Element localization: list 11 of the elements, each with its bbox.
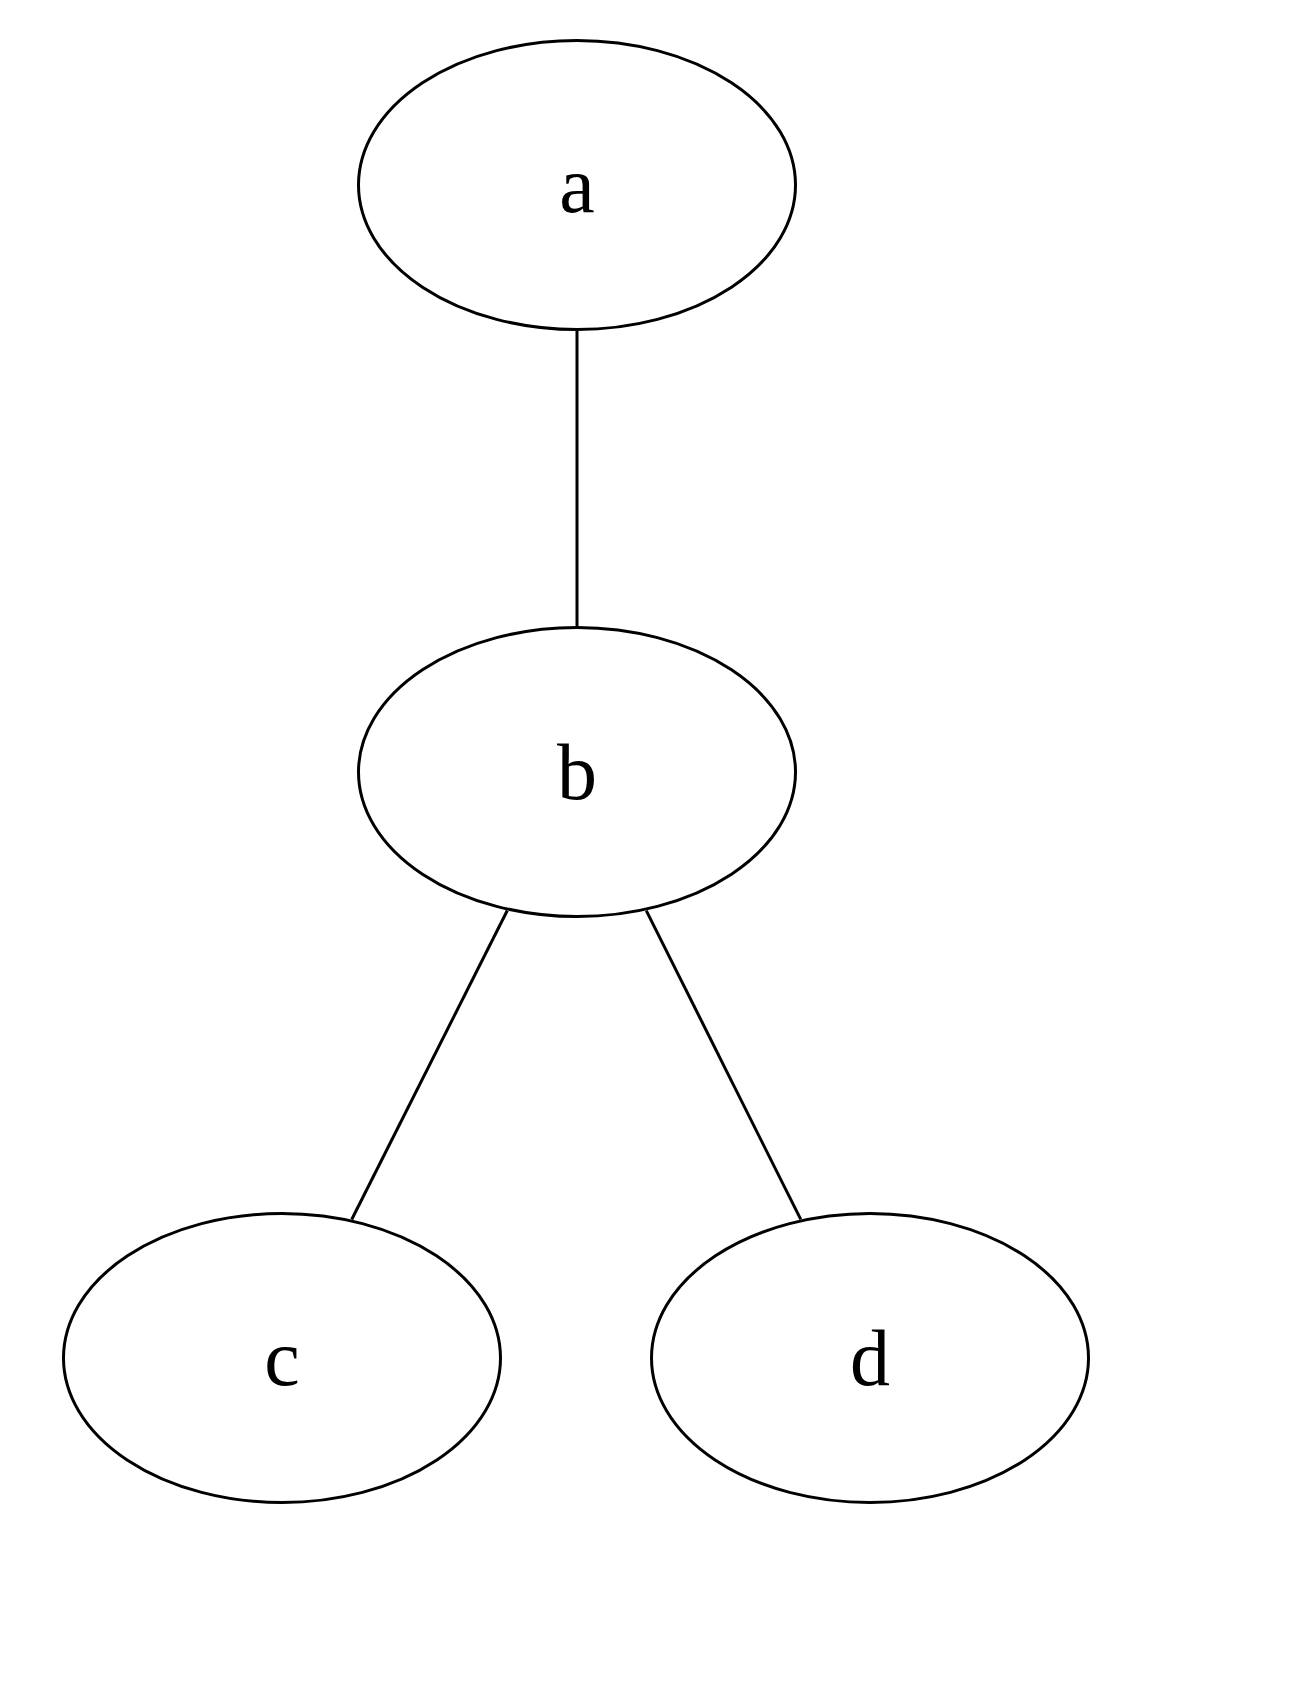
node-label: b — [557, 732, 597, 812]
ellipse-node — [357, 626, 797, 918]
connector-line — [350, 909, 509, 1221]
connector-line — [575, 331, 579, 626]
node-label: d — [850, 1318, 890, 1398]
connector-line — [644, 909, 803, 1221]
node-label: c — [264, 1318, 300, 1398]
ellipse-node — [62, 1212, 502, 1504]
ellipse-node — [357, 39, 797, 331]
ellipse-node — [650, 1212, 1090, 1504]
node-label: a — [559, 145, 595, 225]
